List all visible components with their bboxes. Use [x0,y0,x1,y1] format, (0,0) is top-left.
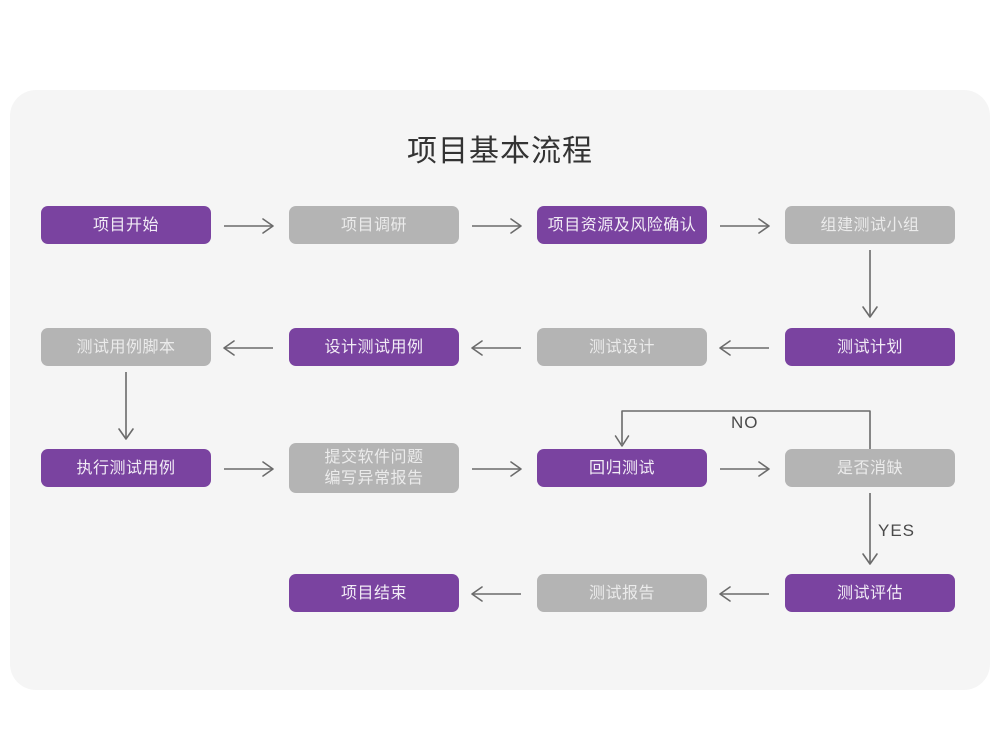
node-test-case-script[interactable]: 测试用例脚本 [41,328,211,366]
arrow-n7-to-n6 [470,338,528,358]
arrow-n5-to-n9 [116,370,136,448]
node-regression-test[interactable]: 回归测试 [537,449,707,487]
node-test-report[interactable]: 测试报告 [537,574,707,612]
node-test-design[interactable]: 测试设计 [537,328,707,366]
node-project-research[interactable]: 项目调研 [289,206,459,244]
arrow-n8-to-n7 [718,338,776,358]
arrow-n6-to-n5 [222,338,280,358]
arrow-n2-to-n3 [470,216,528,236]
edge-label-yes: YES [878,521,916,540]
node-test-plan[interactable]: 测试计划 [785,328,955,366]
arrow-n9-to-n10 [222,459,280,479]
node-resource-risk-confirm[interactable]: 项目资源及风险确认 [537,206,707,244]
arrow-n14-to-n13 [470,584,528,604]
node-test-evaluation[interactable]: 测试评估 [785,574,955,612]
node-project-start[interactable]: 项目开始 [41,206,211,244]
node-design-test-case[interactable]: 设计测试用例 [289,328,459,366]
node-execute-test-case[interactable]: 执行测试用例 [41,449,211,487]
page-title: 项目基本流程 [407,135,593,168]
node-submit-issue-report[interactable]: 提交软件问题 编写异常报告 [289,443,459,493]
arrow-n10-to-n11 [470,459,528,479]
arrow-n1-to-n2 [222,216,280,236]
arrow-no-loop-n12-to-n11 [614,408,884,453]
node-project-end[interactable]: 项目结束 [289,574,459,612]
arrow-n11-to-n12 [718,459,776,479]
arrow-n15-to-n14 [718,584,776,604]
edge-label-no: NO [731,413,759,432]
arrow-n3-to-n4 [718,216,776,236]
arrow-n4-to-n8 [860,248,880,326]
arrow-yes-n12-to-n15 [860,491,880,573]
node-defect-cleared-decision[interactable]: 是否消缺 [785,449,955,487]
node-build-test-team[interactable]: 组建测试小组 [785,206,955,244]
